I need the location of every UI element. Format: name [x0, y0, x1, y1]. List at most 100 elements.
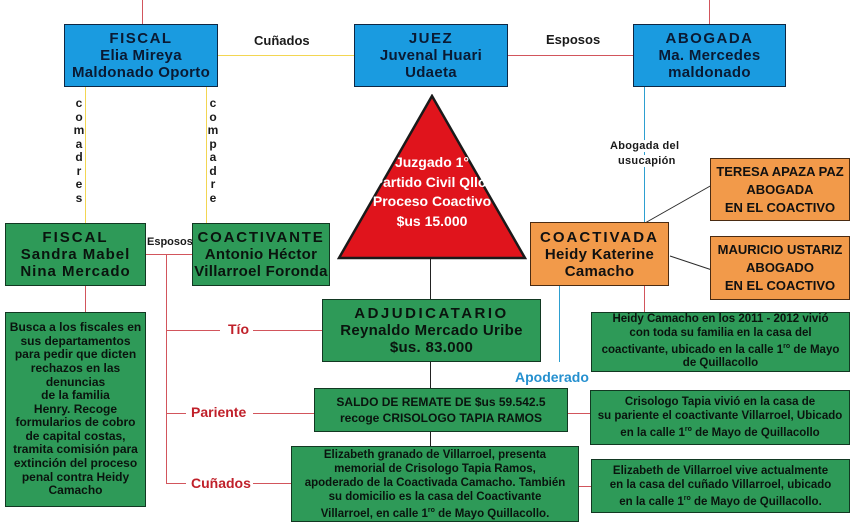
connector-compadre: [206, 87, 207, 223]
node-text: SALDO DE REMATE DE $us 59.542.5: [336, 395, 546, 409]
person-name: Reynaldo Mercado Uribe: [340, 322, 523, 339]
node-text: ABOGADA: [746, 181, 814, 197]
relation-label-sandra-antonio: Esposos: [147, 236, 193, 248]
vertical-letter: m: [73, 123, 85, 137]
connector-abogada-usucapion: [644, 87, 645, 222]
connector-coactivada-teresa: [644, 184, 713, 224]
role-label: JUEZ: [408, 30, 454, 47]
person-name: Elia Mireya: [100, 47, 182, 64]
note-line: de Quillacollo: [682, 357, 759, 370]
connector-sandra-antonio: [146, 254, 193, 255]
connector-memorial-elizabeth: [578, 486, 592, 487]
note-line: formularios de cobro: [15, 415, 136, 430]
node-text: recoge CRISOLOGO TAPIA RAMOS: [339, 411, 543, 425]
juzgado-line: $us 15.000: [396, 212, 468, 229]
vertical-letter: r: [210, 177, 216, 191]
connector-tio-right: [253, 330, 322, 331]
note-line: sus departamentos: [20, 333, 131, 348]
node-elizabeth-memorial: Elizabeth granado de Villarroel, present…: [291, 446, 579, 522]
person-name: maldonado: [668, 64, 751, 81]
connector-apoderado: [559, 286, 560, 362]
vertical-letter: o: [209, 109, 217, 124]
node-text: TERESA APAZA PAZ: [716, 163, 844, 179]
person-name: Villarroel Foronda: [194, 263, 328, 280]
vertical-letter: p: [209, 136, 217, 151]
relation-label-usucapion-2: usucapión: [618, 155, 676, 167]
relation-label-cunados: Cuñados: [191, 475, 251, 491]
vertical-letter: c: [75, 96, 83, 110]
note-line: con toda su familia en la casa del: [629, 326, 812, 339]
person-name: Sandra Mabel: [20, 246, 131, 263]
vertical-letter: m: [207, 123, 219, 137]
node-text: MAURICIO USTARIZ: [717, 242, 843, 257]
note-line: tramita comisión para: [13, 442, 138, 457]
note-line: coactivante, ubicado en la calle 1ro de …: [601, 343, 840, 356]
connector-cunados-left: [166, 483, 186, 484]
vertical-letter: e: [209, 190, 217, 205]
note-line: Elizabeth granado de Villarroel, present…: [323, 448, 547, 461]
vertical-letter: o: [75, 109, 83, 124]
connector-pariente-right: [253, 413, 315, 414]
connector-top-right-stub: [709, 0, 710, 24]
connector-saldo-memorial: [430, 432, 431, 446]
connector-coactivada-mauricio: [669, 255, 713, 271]
connector-family-trunk: [166, 254, 167, 484]
note-line: rechazos en las: [30, 360, 121, 375]
connector-cunados-right: [253, 483, 291, 484]
node-adjudicatario: ADJUDICATARIO Reynaldo Mercado Uribe $us…: [322, 299, 541, 362]
node-text: EN EL COACTIVO: [724, 278, 836, 293]
juzgado-line: Partido Civil Qllo.: [373, 173, 491, 190]
note-line: memorial de Crisologo Tapia Ramos,: [334, 462, 536, 475]
role-label: ADJUDICATARIO: [354, 305, 509, 322]
juzgado-line: Proceso Coactivo: [372, 193, 492, 209]
role-label: FISCAL: [109, 30, 173, 47]
note-line: denuncias: [45, 374, 106, 389]
role-label: COACTIVANTE: [197, 229, 325, 246]
juzgado-triangle-icon: [337, 94, 527, 260]
node-coactivada: COACTIVADA Heidy Katerine Camacho: [530, 222, 669, 286]
person-name: Juvenal Huari: [379, 47, 483, 64]
node-fiscal-elia: FISCAL Elia Mireya Maldonado Oporto: [64, 24, 218, 87]
vertical-letter: r: [76, 163, 82, 178]
relation-label-fiscal-juez: Cuñados: [254, 33, 310, 48]
note-line: de la familia: [41, 388, 110, 403]
note-line: Crisologo Tapia vivió en la casa de: [624, 396, 816, 409]
relation-label-tio: Tío: [228, 321, 249, 337]
node-coactivante: COACTIVANTE Antonio Héctor Villarroel Fo…: [192, 223, 330, 286]
connector-top-left-stub: [142, 0, 143, 24]
connector-juez-abogada: [507, 55, 634, 56]
person-name: Nina Mercado: [20, 263, 131, 280]
note-line: su domicilio es la casa del Coactivante: [328, 490, 542, 503]
connector-pariente-left: [166, 413, 186, 414]
vertical-letter: e: [75, 177, 83, 191]
note-line: para pedir que dicten: [14, 347, 137, 362]
vertical-letter: d: [75, 150, 83, 164]
juzgado-label: Juzgado 1° Partido Civil Qllo. Proceso C…: [337, 153, 527, 231]
role-label: COACTIVADA: [540, 228, 659, 246]
vertical-letter: d: [209, 163, 217, 178]
connector-juzgado-adjudicatario: [430, 258, 431, 300]
person-name: Maldonado Oporto: [71, 64, 211, 81]
note-line: Camacho: [48, 483, 103, 498]
connector-coactivada-heidy: [644, 286, 645, 313]
connector-fiscal-juez: [218, 55, 356, 56]
connector-saldo-crisologo: [567, 413, 590, 414]
relation-label-pariente: Pariente: [191, 404, 247, 420]
note-line: apoderado de la Coactivada Camacho. Tamb…: [304, 476, 566, 489]
note-line: su pariente el coactivante Villarroel, U…: [597, 410, 843, 423]
person-name: Ma. Mercedes: [658, 47, 761, 64]
node-teresa-apaza: TERESA APAZA PAZ ABOGADA EN EL COACTIVO: [710, 158, 850, 221]
juzgado-line: Juzgado 1°: [394, 154, 470, 170]
connector-comadres: [85, 87, 86, 223]
node-saldo-remate: SALDO DE REMATE DE $us 59.542.5 recoge C…: [314, 388, 568, 432]
note-line: Henry. Recoge: [33, 401, 118, 416]
note-line: en la casa del cuñado Villarroel, ubicad…: [609, 478, 832, 491]
connector-adjudicatario-saldo: [430, 362, 431, 388]
note-line: en la calle 1ro de Mayo de Quillacollo.: [619, 494, 822, 508]
note-line: en la calle 1ro de Mayo de Quillacollo: [620, 426, 820, 439]
node-elizabeth-note: Elizabeth de Villarroel vive actualmente…: [591, 459, 850, 513]
note-line: Villarroel, en calle 1ro de Mayo Quillac…: [320, 506, 550, 520]
